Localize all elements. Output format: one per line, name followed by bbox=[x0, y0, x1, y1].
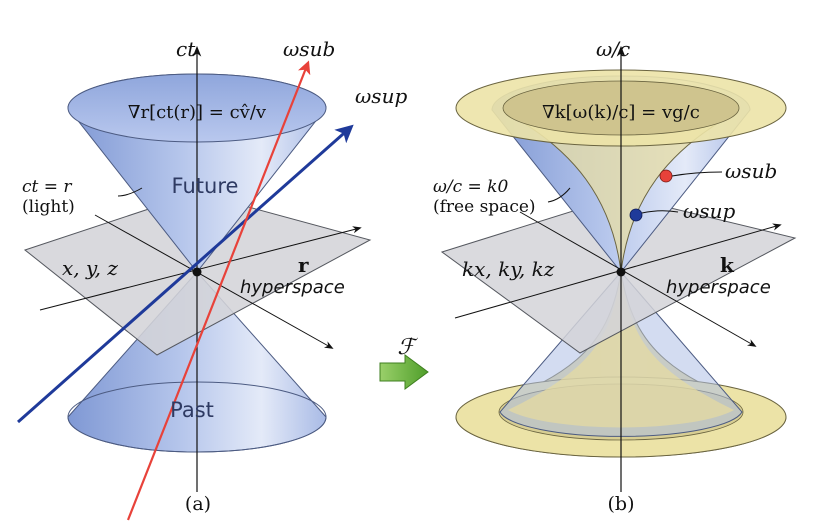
origin-point-b bbox=[616, 267, 626, 277]
plane-axis-b2 bbox=[519, 211, 757, 347]
plane-coords-a: x, y, z bbox=[62, 256, 118, 280]
light-label-line2: (light) bbox=[22, 197, 75, 217]
plane-vector-a: r bbox=[298, 253, 309, 277]
sub-point bbox=[659, 169, 673, 183]
sup-point-leader bbox=[641, 210, 679, 214]
plane-vector-b: k bbox=[720, 253, 735, 277]
transform-arrow-icon bbox=[379, 354, 429, 390]
free-space-label-line1: ω/c = k0 bbox=[433, 177, 508, 197]
caption-b: (b) bbox=[608, 493, 635, 515]
ct-axis-label: ct bbox=[176, 37, 196, 61]
sub-point-leader bbox=[671, 171, 723, 177]
light-label-line1: ct = r bbox=[22, 177, 72, 197]
future-label: Future bbox=[172, 174, 239, 198]
omega-axis-label: ω/c bbox=[596, 37, 630, 61]
plane-hyperspace-b: hyperspace bbox=[666, 277, 771, 298]
ray-sub-label: ωsub bbox=[283, 37, 335, 61]
sup-point bbox=[629, 208, 643, 222]
transform-symbol: ℱ bbox=[397, 335, 418, 360]
panel-a: ct ∇r[ct(r)] = cv̂/v Future Past ct = r … bbox=[17, 37, 407, 521]
ray-sup-label: ωsup bbox=[355, 84, 407, 108]
equation-a: ∇r[ct(r)] = cv̂/v bbox=[128, 102, 267, 123]
ray-sup bbox=[17, 124, 354, 424]
free-space-leader bbox=[547, 187, 571, 203]
light-leader bbox=[117, 187, 143, 197]
past-label: Past bbox=[170, 398, 214, 422]
plane-coords-b: kx, ky, kz bbox=[462, 257, 555, 281]
origin-point-a bbox=[192, 267, 202, 277]
point-sup-label: ωsup bbox=[683, 199, 735, 223]
panel-b: ω/c ∇k[ω(k)/c] = vg/c ω/c = k0 (free spa… bbox=[433, 37, 797, 515]
ray-sub bbox=[126, 60, 311, 521]
caption-a: (a) bbox=[185, 493, 211, 515]
fourier-transform: ℱ bbox=[379, 335, 429, 390]
free-space-label-line2: (free space) bbox=[433, 197, 536, 217]
plane-axis-a2 bbox=[94, 214, 334, 349]
equation-b: ∇k[ω(k)/c] = vg/c bbox=[542, 102, 700, 123]
point-sub-label: ωsub bbox=[725, 159, 777, 183]
plane-hyperspace-a: hyperspace bbox=[240, 277, 345, 298]
